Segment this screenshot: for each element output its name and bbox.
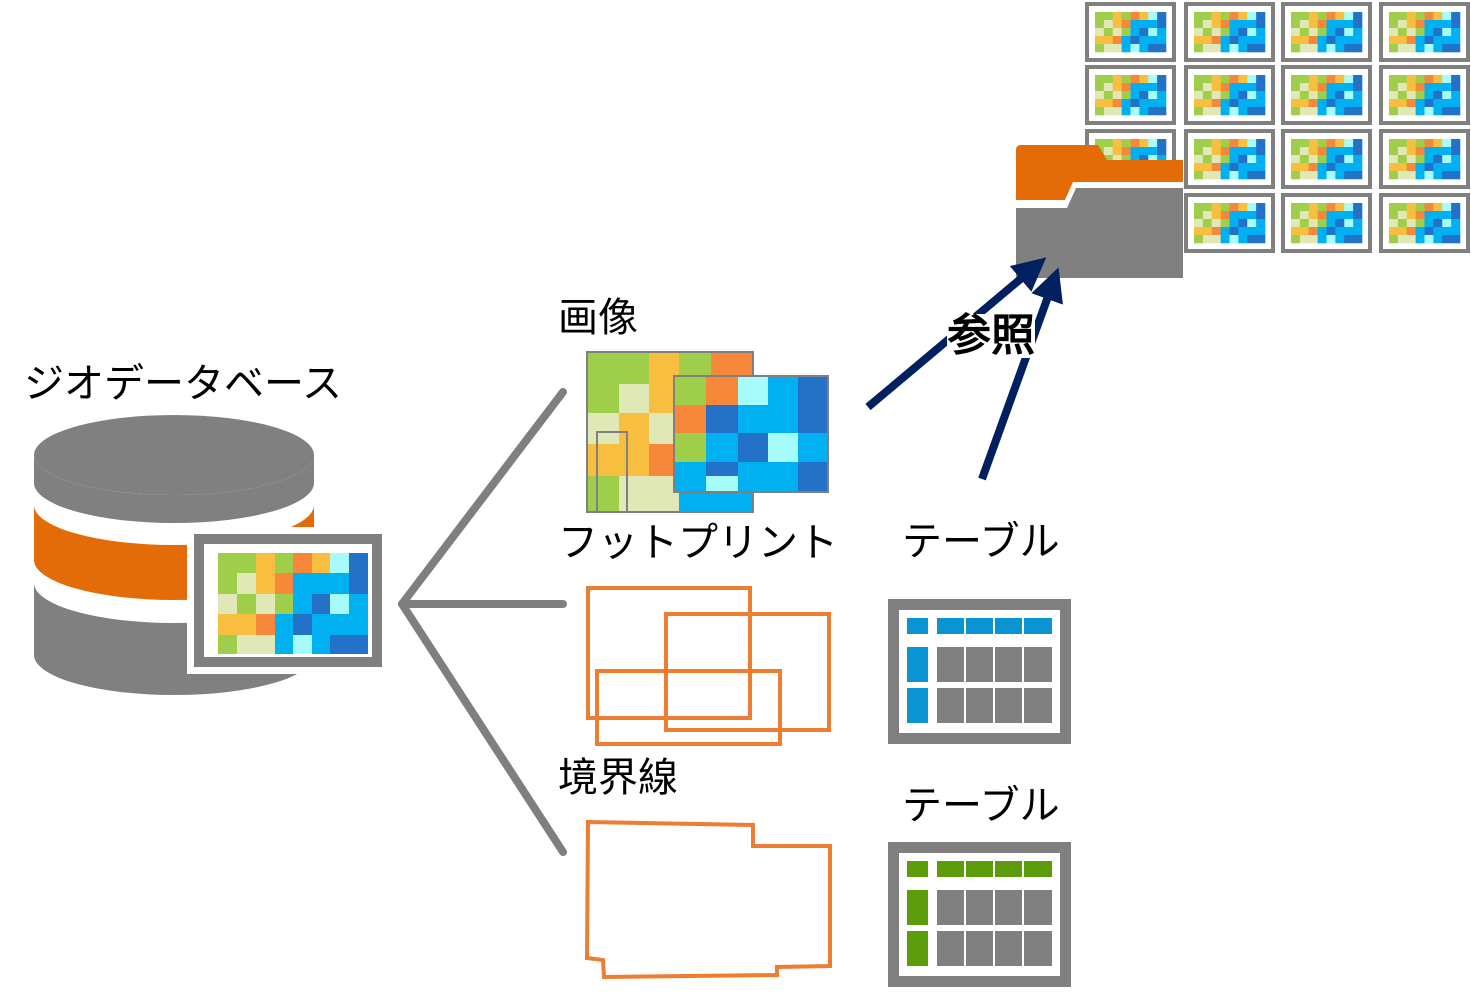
raster-thumbnail-icon — [1379, 193, 1470, 253]
boundary-outline — [584, 819, 832, 980]
connector-lines — [398, 388, 567, 856]
raster-thumbnail-icon — [1379, 2, 1470, 62]
table-icon — [888, 599, 1071, 744]
db-raster-mosaic — [218, 553, 368, 654]
raster-thumbnail-icon — [1379, 65, 1470, 125]
db-top — [34, 415, 314, 495]
images-label: 画像 — [558, 295, 638, 341]
raster-thumbnail-icon — [1281, 65, 1372, 125]
connector-to-boundary — [398, 600, 567, 856]
arrow-from-table — [978, 267, 1063, 481]
raster-thumbnail-icon — [1281, 193, 1372, 253]
raster-thumbnail-icon — [1184, 129, 1275, 189]
boundary-label: 境界線 — [558, 755, 678, 801]
folder-icon — [1016, 145, 1183, 278]
raster-thumbnail-icon — [1281, 2, 1372, 62]
raster-thumbnail-icon — [1184, 2, 1275, 62]
geodatabase-icon — [34, 415, 388, 695]
reference-arrows — [865, 257, 1063, 481]
raster-thumbnail-icon — [1281, 129, 1372, 189]
raster-thumbnail-icon — [1085, 65, 1176, 125]
raster-thumbnail-icon — [1379, 129, 1470, 189]
connector-to-images — [398, 388, 567, 608]
image-rasters — [586, 351, 829, 513]
raster-thumbnail-icon — [1085, 2, 1176, 62]
raster-thumbnail-icon — [1184, 65, 1275, 125]
footprint-table-label: テーブル — [902, 519, 1060, 565]
geodatabase-label: ジオデータベース — [24, 361, 342, 407]
db-upper-band — [34, 455, 314, 523]
reference-label: 参照 — [947, 310, 1035, 361]
raster-thumbnail-icon — [1184, 193, 1275, 253]
table-icon — [888, 842, 1071, 987]
boundary-table-label: テーブル — [902, 783, 1060, 829]
footprints-label: フットプリント — [558, 520, 838, 566]
footprint-outlines — [586, 586, 831, 746]
